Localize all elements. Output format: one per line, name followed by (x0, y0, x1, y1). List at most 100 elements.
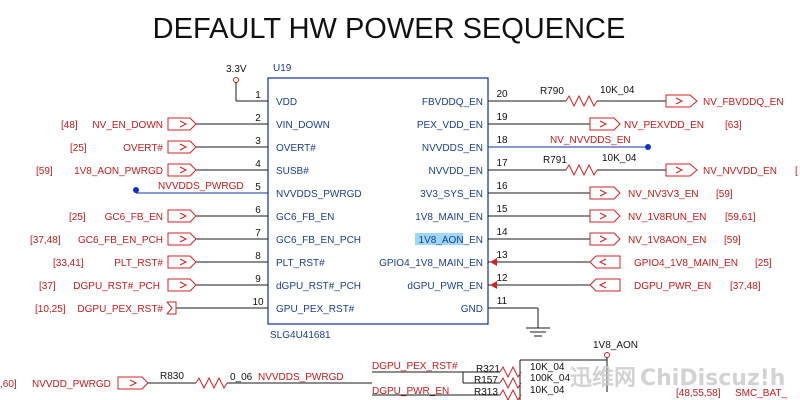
watermark-text-en: ChiDiscuz!h (640, 366, 785, 391)
resistor-ref: R321 (476, 364, 500, 375)
left-pin-2: 2 VIN_DOWN NV_EN_DOWN [48] (61, 113, 330, 131)
pin-name: NVVDDS_PWRGD (276, 189, 362, 200)
resistor-value: 10K_04 (530, 385, 565, 396)
pin-name: PEX_VDD_EN (417, 120, 483, 131)
page-refs: [10,25] (35, 304, 66, 315)
net-label: DGPU_PWR_EN (372, 386, 449, 397)
right-pin-group: 20 FBVDDQ_EN R790 10K_04 NV_FBVDDQ_EN 19… (379, 85, 798, 337)
pin-number: 3 (255, 136, 261, 147)
net-label: NV_1V8AON_EN (628, 235, 706, 246)
net-label: SMC_BAT_ (735, 388, 787, 399)
net-flag-in (167, 140, 197, 154)
pin-number: 13 (496, 250, 508, 261)
pin-name: FBVDDQ_EN (422, 97, 483, 108)
right-pin-11: 11 GND (461, 296, 550, 337)
vdd-supply-label: 3.3V (226, 64, 247, 75)
net-label: NVVDD_PWRGD (32, 379, 111, 390)
net-flag-arrow (179, 120, 188, 128)
pin-name: NVVDD_EN (429, 166, 483, 177)
right-pin-13: 13 GPIO4_1V8_MAIN_EN GPIO4_1V8_MAIN_EN [… (379, 250, 772, 269)
net-label: DGPU_RST#_PCH (73, 281, 160, 292)
page-refs: ,60] (0, 379, 17, 390)
pin-number: 5 (255, 182, 261, 193)
net-flag-arrow (598, 258, 607, 266)
resistor-r791 (565, 163, 598, 177)
pin-name: dGPU_PWR_EN (407, 281, 483, 292)
net-flag-in (167, 232, 197, 246)
page-refs: [37] (39, 281, 56, 292)
pin-name: GC6_FB_EN (276, 212, 334, 223)
pin-name: VDD (276, 97, 297, 108)
net-label: GC6_FB_EN_PCH (78, 235, 163, 246)
net-label: NV_FBVDDQ_EN (703, 97, 784, 108)
net-flag-in (589, 278, 621, 292)
resistor-r790 (565, 94, 598, 108)
net-label: NV_EN_DOWN (92, 120, 163, 131)
vdd-supply-terminal (233, 77, 239, 83)
left-pin-7: 7 GC6_FB_EN_PCH GC6_FB_EN_PCH [37,48] (30, 228, 361, 246)
pin-number: 7 (255, 228, 261, 239)
chip-part-label: SLG4U41681 (270, 330, 331, 341)
resistor-value: 10K_04 (600, 85, 635, 96)
pin-number: 10 (252, 297, 264, 308)
pin-number: 8 (255, 251, 261, 262)
page-refs: [48] (61, 120, 78, 131)
page-refs: [25] (69, 212, 86, 223)
pin-name: GPIO4_1V8_MAIN_EN (379, 258, 483, 269)
pin-number: 18 (496, 135, 508, 146)
aon-supply-label: 1V8_AON (593, 340, 638, 351)
net-label: NV_1V8RUN_EN (628, 212, 706, 223)
net-flag-arrow (599, 212, 608, 220)
right-pin-18: 18 NVVDDS_EN NV_NVVDDS_EN (422, 135, 651, 154)
net-label: NV_NVVDD_EN (703, 166, 777, 177)
pin-number: 14 (496, 227, 508, 238)
pin-number: 6 (255, 205, 261, 216)
resistor-value: 0_06 (230, 372, 253, 383)
net-flag-arrow (129, 379, 138, 387)
right-pin-20: 20 FBVDDQ_EN R790 10K_04 NV_FBVDDQ_EN (422, 85, 784, 108)
left-pin-8: 8 PLT_RST# PLT_RST# [33,41] (53, 251, 325, 269)
net-label: NVVDDS_PWRGD (158, 181, 244, 192)
pin-name: GC6_FB_EN_PCH (276, 235, 361, 246)
net-flag-arrow (598, 281, 607, 289)
left-pin-1: 1 VDD (255, 90, 297, 108)
pin-number: 12 (496, 273, 508, 284)
net-flag-arrow (179, 166, 188, 174)
net-label: GC6_FB_EN (105, 212, 163, 223)
left-pin-3: 3 OVERT# OVERT# [25] (70, 136, 316, 154)
net-flag-arrow (675, 166, 684, 174)
pin-number: 9 (255, 274, 261, 285)
pin-number: 17 (496, 158, 508, 169)
resistor-r321 (499, 365, 522, 379)
net-label: DGPU_PEX_RST# (372, 361, 458, 372)
right-pin-17: 17 NVVDD_EN R791 10K_04 NV_NVVDD_EN [ (429, 153, 798, 177)
pin-number: 1 (255, 90, 261, 101)
pin-name: GPU_PEX_RST# (276, 304, 355, 315)
net-flag-in (167, 278, 197, 292)
text-selection-highlight (415, 233, 463, 245)
net-label: NV_NV3V3_EN (628, 189, 699, 200)
pin-name: VIN_DOWN (276, 120, 330, 131)
pin-number: 4 (255, 159, 261, 170)
left-pin-6: 6 GC6_FB_EN GC6_FB_EN [25] (69, 205, 334, 223)
net-flag-in (167, 163, 197, 177)
net-label: PLT_RST# (114, 258, 163, 269)
left-pin-group: 1 VDD 2 VIN_DOWN NV_EN_DOWN [48] 3 OVERT… (30, 90, 362, 315)
left-pin-9: 9 dGPU_RST#_PCH DGPU_RST#_PCH [37] (39, 274, 361, 292)
right-pin-12: 12 dGPU_PWR_EN DGPU_PWR_EN [37,48] (407, 273, 760, 292)
left-pin-5: 5 NVVDDS_PWRGD NVVDDS_PWRGD (133, 181, 362, 200)
connection-dot (645, 144, 651, 150)
net-flag-in (167, 117, 197, 131)
bottom-section: 1V8_AON ,60] NVVDD_PWRGD R830 0_06 NVVDD… (0, 340, 787, 400)
page-refs: [59,61] (725, 212, 756, 223)
pin-number: 16 (496, 181, 508, 192)
pin-name: 3V3_SYS_EN (420, 189, 483, 200)
resistor-value: 100K_04 (530, 373, 570, 384)
pin-number: 20 (496, 89, 508, 100)
net-flag-arrow (179, 212, 188, 220)
page-refs: [33,41] (53, 258, 84, 269)
pin-name: dGPU_RST#_PCH (276, 281, 361, 292)
net-label: DGPU_PEX_RST# (77, 304, 163, 315)
pin-number: 19 (496, 112, 508, 123)
pin-name: OVERT# (276, 143, 316, 154)
